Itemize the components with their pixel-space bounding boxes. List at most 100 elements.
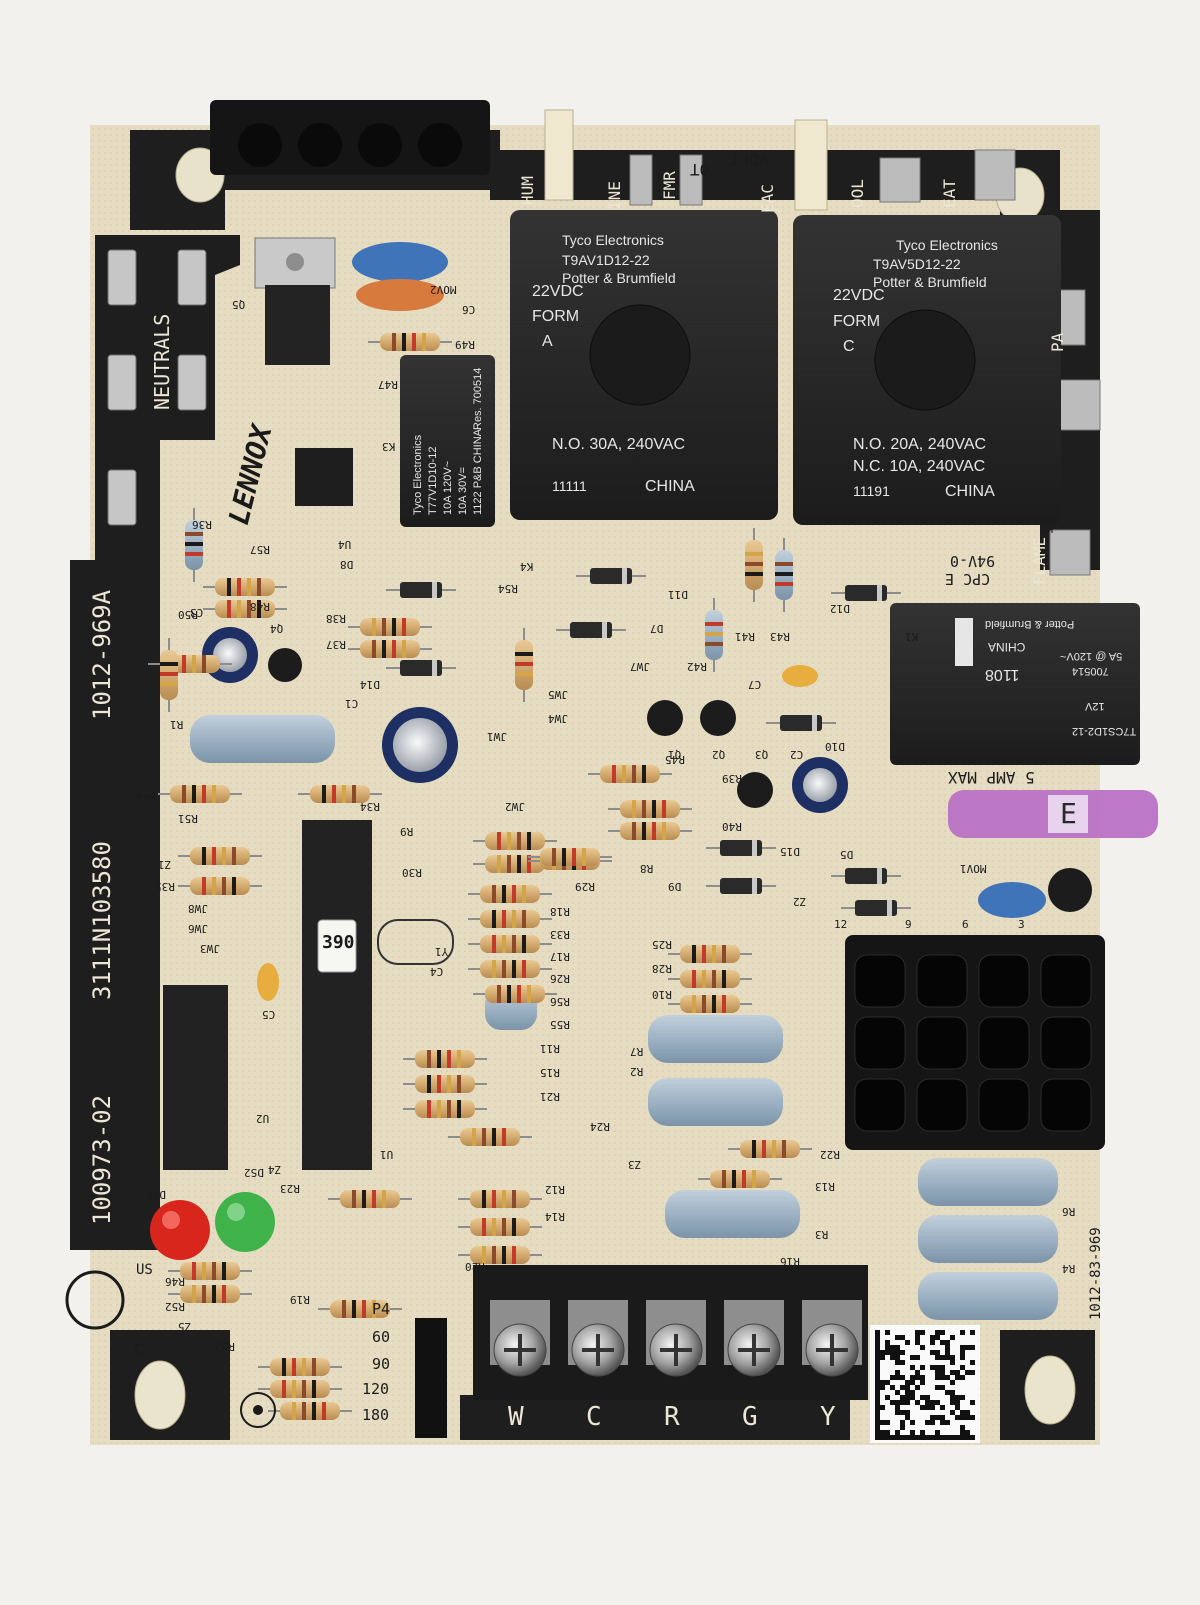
code-module [970, 1400, 975, 1405]
code-module [880, 1380, 885, 1385]
code-module [935, 1335, 940, 1340]
connector-socket-1 [238, 123, 282, 167]
code-module [950, 1390, 955, 1395]
ref-designator-c6: C6 [462, 303, 476, 316]
code-module [915, 1330, 920, 1335]
ref-designator-r4: R4 [1062, 1262, 1076, 1275]
code-module [905, 1385, 910, 1390]
ref-designator-jw8: JW8 [188, 902, 208, 915]
code-module [950, 1360, 955, 1365]
code-module [940, 1385, 945, 1390]
code-module [890, 1355, 895, 1360]
header-p4 [415, 1318, 447, 1438]
code-module [955, 1415, 960, 1420]
plug-socket [916, 1078, 968, 1132]
ref-designator-d11: D11 [668, 588, 688, 601]
p4-option-60: 60 [372, 1328, 391, 1346]
code-module [875, 1330, 880, 1335]
label-park: PA [1048, 332, 1067, 352]
k1-rating: 5A @ 120V~ [1060, 650, 1123, 662]
code-module [920, 1330, 925, 1335]
resistor [160, 638, 178, 712]
code-module [925, 1435, 930, 1440]
code-module [895, 1375, 900, 1380]
code-module [905, 1435, 910, 1440]
code-module [935, 1350, 940, 1355]
resistor [448, 1128, 532, 1146]
code-module [945, 1345, 950, 1350]
ref-designator-c1: C1 [345, 697, 359, 710]
ref-designator-d15: D15 [780, 845, 800, 858]
brand-logo-text: LENNOX [222, 421, 279, 528]
plug-socket [1040, 954, 1092, 1008]
k1-brand: Potter & Brumfield [985, 618, 1075, 630]
code-module [915, 1375, 920, 1380]
code-module [960, 1410, 965, 1415]
code-module [930, 1400, 935, 1405]
mov1-disc [978, 882, 1046, 918]
code-module [890, 1400, 895, 1405]
code-module [880, 1350, 885, 1355]
code-module [875, 1335, 880, 1340]
code-module [970, 1360, 975, 1365]
code-module [970, 1370, 975, 1375]
code-module [950, 1335, 955, 1340]
data-matrix-code [870, 1325, 980, 1443]
resistor [328, 1190, 412, 1208]
resistor [588, 765, 672, 783]
ref-designator-r17: R17 [550, 950, 570, 963]
ref-designator-r7: R7 [630, 1045, 644, 1058]
ref-designator-r30: R30 [402, 866, 422, 879]
plug-socket [854, 954, 906, 1008]
code-module [900, 1435, 905, 1440]
code-module [905, 1400, 910, 1405]
code-module [885, 1350, 890, 1355]
terminal-letter-r: R [664, 1402, 680, 1432]
code-module [970, 1345, 975, 1350]
k2-coil: 22VDC [833, 287, 885, 304]
terminal-letter-w: W [508, 1402, 524, 1432]
silkscreen-left-strip [70, 560, 160, 1250]
capacitor-c6 [356, 279, 444, 311]
ref-designator-r22: R22 [820, 1148, 840, 1161]
code-module [905, 1380, 910, 1385]
rating-label: 94V-0 [950, 552, 996, 570]
ref-designator-jw7: JW7 [630, 660, 650, 673]
ref-designator-q1: Q1 [668, 748, 682, 761]
ref-designator-r44: R44 [136, 790, 156, 803]
code-module [935, 1415, 940, 1420]
plug-socket [1040, 1016, 1092, 1070]
resistor [473, 985, 557, 1003]
code-module [945, 1340, 950, 1345]
resistor [468, 960, 552, 978]
diode [831, 585, 901, 601]
ref-designator-r28: R28 [652, 962, 672, 975]
plug-pin-6: 6 [962, 918, 969, 931]
ref-designator-r35: R35 [155, 880, 175, 893]
code-module [875, 1415, 880, 1420]
code-module [900, 1385, 905, 1390]
code-module [910, 1365, 915, 1370]
relay-k1 [890, 603, 1140, 765]
code-module [920, 1405, 925, 1410]
twelve-pin-plug [845, 935, 1105, 1150]
code-module [885, 1345, 890, 1350]
code-module [910, 1420, 915, 1425]
code-module [875, 1390, 880, 1395]
code-module [905, 1390, 910, 1395]
ref-designator-ds2: DS2 [244, 1166, 264, 1179]
ref-designator-r52: R52 [165, 1300, 185, 1313]
code-module [960, 1415, 965, 1420]
ref-designator-q3: Q3 [755, 748, 769, 761]
transistors [268, 648, 1092, 912]
resistor [168, 1285, 252, 1303]
label-cool: OOL [848, 179, 867, 208]
flame-label: FLAME [1030, 536, 1049, 585]
k4-origin: CHINA [645, 478, 695, 495]
ref-designator-r15: R15 [540, 1066, 560, 1079]
relay-k4-dome [589, 304, 691, 406]
code-module [895, 1370, 900, 1375]
resistor [468, 935, 552, 953]
code-module [905, 1340, 910, 1345]
resistor [258, 1380, 342, 1398]
